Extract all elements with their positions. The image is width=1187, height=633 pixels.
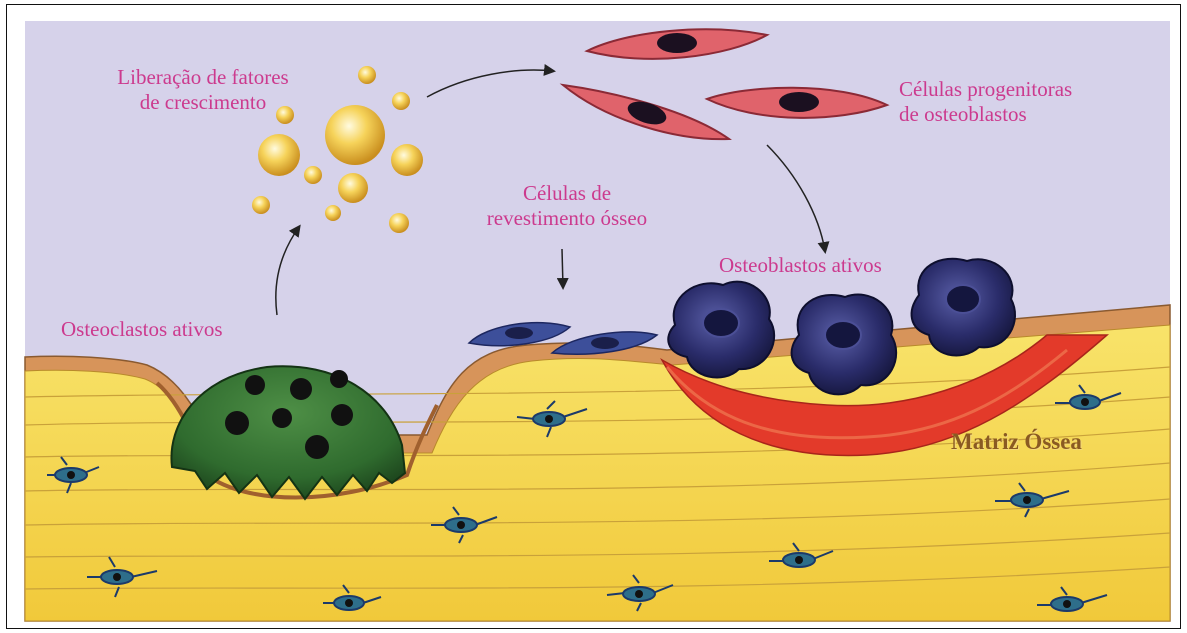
progenitor-label-line2: de osteoblastos [899,102,1072,127]
arrow-to-lining-cells [562,249,563,287]
osteoclast-nucleus [272,408,292,428]
growth-factor-particle [325,105,385,165]
osteoclast-nucleus [330,370,348,388]
diagram-frame: Liberação de fatores de crescimento Célu… [6,4,1181,629]
growth-factor-particle [258,134,300,176]
bone-matrix-label: Matriz Óssea [951,429,1082,455]
growth-factors-label-line2: de crescimento [93,90,313,115]
lining-cells-label-line2: revestimento ósseo [457,206,677,231]
growth-factor-particle [392,92,410,110]
osteoblasts-label: Osteoblastos ativos [719,253,882,278]
growth-factor-particle [252,196,270,214]
osteoclast-nucleus [331,404,353,426]
growth-factor-particle [358,66,376,84]
growth-factor-particle [325,205,341,221]
osteoclast-nucleus [305,435,329,459]
osteoclast-nucleus [290,378,312,400]
growth-factor-particle [389,213,409,233]
lining-cells-label: Células de revestimento ósseo [457,181,677,231]
growth-factors-label: Liberação de fatores de crescimento [93,65,313,115]
growth-factor-particle [304,166,322,184]
growth-factors-label-line1: Liberação de fatores [93,65,313,90]
osteoclast-nucleus [225,411,249,435]
osteoclast-nucleus [245,375,265,395]
lining-cells-label-line1: Células de [457,181,677,206]
growth-factor-particle [391,144,423,176]
progenitor-label-line1: Células progenitoras [899,77,1072,102]
progenitor-label: Células progenitoras de osteoblastos [899,77,1072,127]
osteoclasts-label: Osteoclastos ativos [61,317,223,342]
growth-factor-particle [338,173,368,203]
